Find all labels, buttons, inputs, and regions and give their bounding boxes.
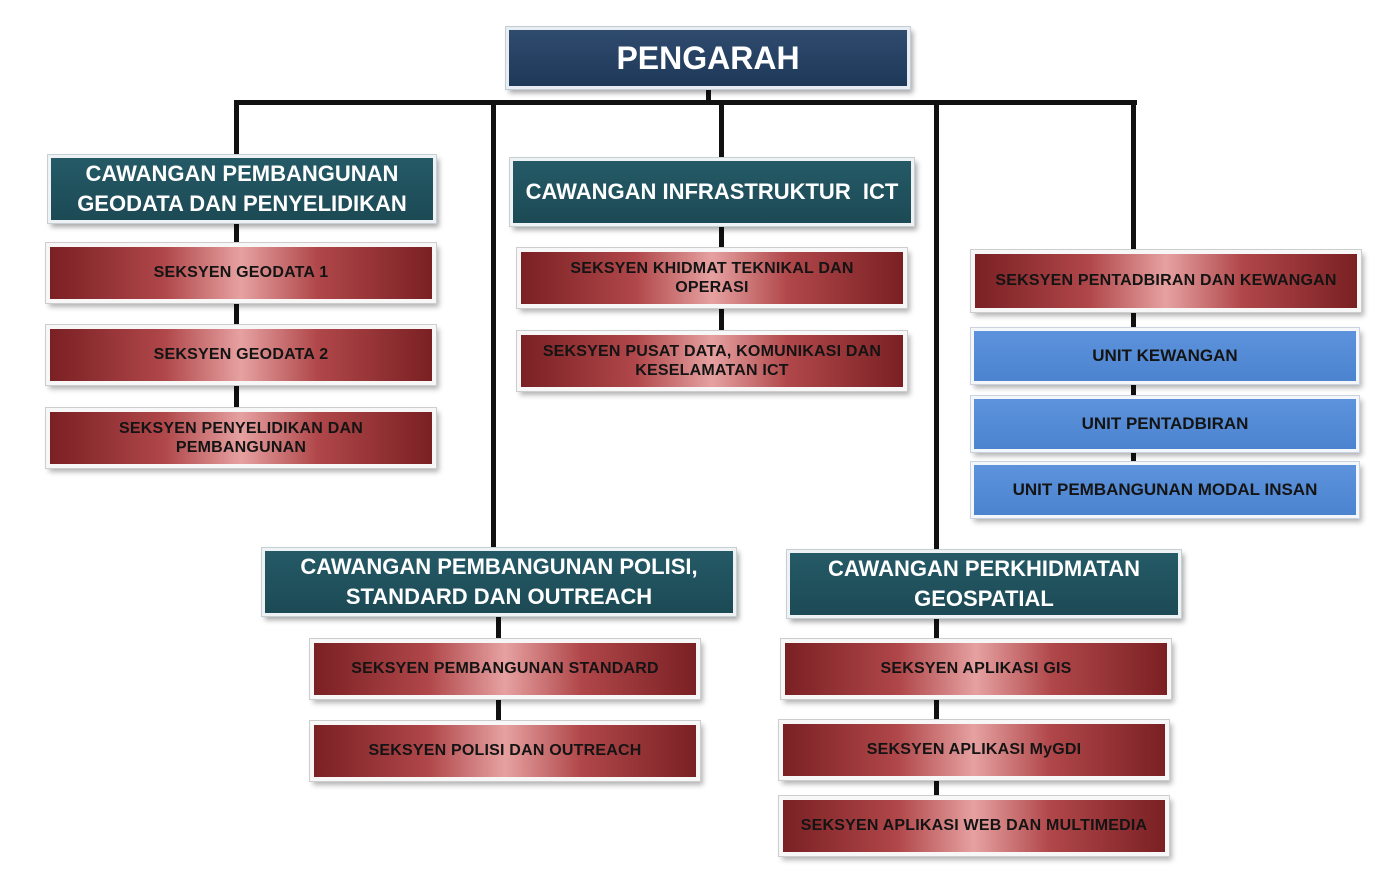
- section-aplikasi-mygdi: SEKSYEN APLIKASI MyGDI: [778, 719, 1170, 781]
- connector-geospatial: [934, 100, 939, 554]
- branch-polisi-title: CAWANGAN PEMBANGUNAN POLISI,STANDARD DAN…: [300, 554, 698, 609]
- unit-pentadbiran: UNIT PENTADBIRAN: [970, 395, 1360, 453]
- pengarah-box: PENGARAH: [505, 26, 911, 90]
- unit-pembangunan-modal-insan: UNIT PEMBANGUNAN MODAL INSAN: [970, 461, 1360, 519]
- section-pentadbiran-kewangan: SEKSYEN PENTADBIRAN DAN KEWANGAN: [970, 249, 1362, 313]
- section-pembangunan-standard: SEKSYEN PEMBANGUNAN STANDARD: [309, 638, 701, 700]
- branch-ict-title: CAWANGAN INFRASTRUKTUR ICT: [525, 179, 899, 205]
- connector-admin-units: [1131, 312, 1136, 466]
- branch-ict: CAWANGAN INFRASTRUKTUR ICT: [509, 157, 915, 227]
- section-polisi-outreach: SEKSYEN POLISI DAN OUTREACH: [309, 720, 701, 782]
- branch-polisi: CAWANGAN PEMBANGUNAN POLISI,STANDARD DAN…: [261, 547, 737, 617]
- section-aplikasi-gis: SEKSYEN APLIKASI GIS: [780, 638, 1172, 700]
- connector-ict: [719, 100, 724, 160]
- connector-geospatial-sections: [934, 618, 939, 802]
- section-geodata-1: SEKSYEN GEODATA 1: [45, 242, 437, 304]
- connector-geodata-sections: [234, 222, 239, 414]
- connector-geodata: [234, 100, 239, 158]
- connector-polisi: [491, 100, 496, 552]
- connector-bus: [234, 100, 1137, 105]
- unit-kewangan: UNIT KEWANGAN: [970, 327, 1360, 385]
- section-aplikasi-web-multimedia: SEKSYEN APLIKASI WEB DAN MULTIMEDIA: [778, 795, 1170, 857]
- pengarah-label: PENGARAH: [616, 39, 800, 76]
- section-geodata-2: SEKSYEN GEODATA 2: [45, 324, 437, 386]
- connector-admin: [1131, 100, 1136, 252]
- connector-top: [706, 86, 711, 102]
